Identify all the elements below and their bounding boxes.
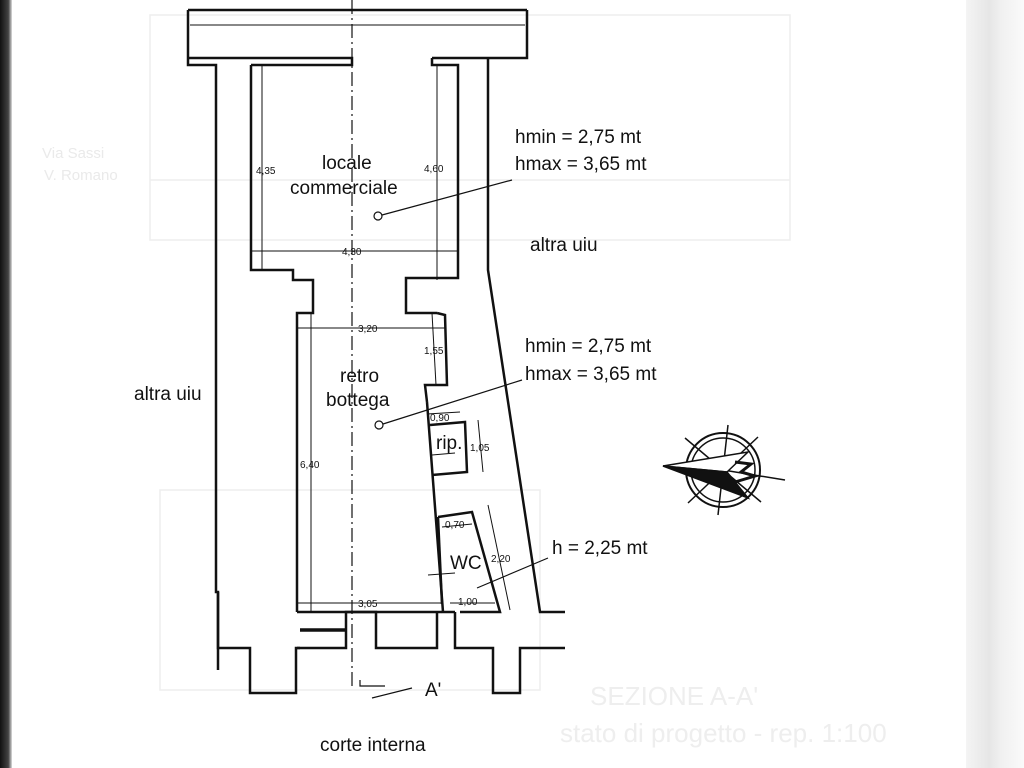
bleed-text: SEZIONE A-A' bbox=[590, 681, 758, 711]
label-altra-uiu-left: altra uiu bbox=[134, 384, 202, 405]
walls bbox=[186, 8, 565, 695]
dimension-label: 4,30 bbox=[342, 247, 362, 258]
north-arrow-icon bbox=[662, 424, 786, 516]
height-hmin-retro: hmin = 2,75 mt bbox=[525, 336, 652, 357]
dimension-label: 4,60 bbox=[424, 164, 444, 175]
section-marker-line bbox=[359, 680, 385, 687]
dimension-label: 0,70 bbox=[445, 520, 465, 531]
dimension-label: 1,55 bbox=[424, 346, 444, 357]
label-corte-interna: corte interna bbox=[320, 735, 426, 756]
room-label-locale: locale bbox=[322, 153, 372, 174]
leader-line bbox=[382, 379, 523, 425]
label-altra-uiu-right: altra uiu bbox=[530, 235, 598, 256]
dimension-lines bbox=[190, 24, 525, 612]
height-point-marker bbox=[373, 211, 383, 221]
height-hmax-locale: hmax = 3,65 mt bbox=[515, 154, 647, 175]
room-label-rip: rip. bbox=[436, 433, 462, 454]
dimension-label: 0,90 bbox=[430, 413, 450, 424]
section-marker-line bbox=[371, 687, 413, 699]
room-label-retro: retro bbox=[340, 366, 379, 387]
dimension-label: 1,00 bbox=[458, 597, 478, 608]
scan-border-right bbox=[966, 0, 1024, 768]
section-marker-label: A' bbox=[425, 680, 441, 701]
room-label-bottega: bottega bbox=[326, 390, 390, 411]
room-label-commerciale: commerciale bbox=[290, 178, 398, 199]
dimension-label: 2,20 bbox=[491, 554, 511, 565]
scan-border-left bbox=[0, 0, 12, 768]
bleed-text: V. Romano bbox=[44, 167, 118, 184]
leader-line bbox=[381, 179, 513, 216]
height-point-marker bbox=[374, 420, 384, 430]
height-hmax-retro: hmax = 3,65 mt bbox=[525, 364, 657, 385]
bleed-text: Via Sassi bbox=[42, 145, 104, 162]
bleed-text: stato di progetto - rep. 1:100 bbox=[560, 718, 887, 748]
dimension-label: 3,05 bbox=[358, 599, 378, 610]
bleedthrough: Via Sassi V. Romano SEZIONE A-A' stato d… bbox=[42, 14, 887, 748]
dimension-label: 6,40 bbox=[300, 460, 320, 471]
dimension-label: 1,05 bbox=[470, 443, 490, 454]
height-hmin-locale: hmin = 2,75 mt bbox=[515, 127, 642, 148]
dimension-label: 3,20 bbox=[358, 324, 378, 335]
height-wc: h = 2,25 mt bbox=[552, 538, 648, 559]
leader-line bbox=[476, 557, 549, 589]
dimension-label: 4,35 bbox=[256, 166, 276, 177]
room-label-wc: WC bbox=[450, 553, 482, 574]
